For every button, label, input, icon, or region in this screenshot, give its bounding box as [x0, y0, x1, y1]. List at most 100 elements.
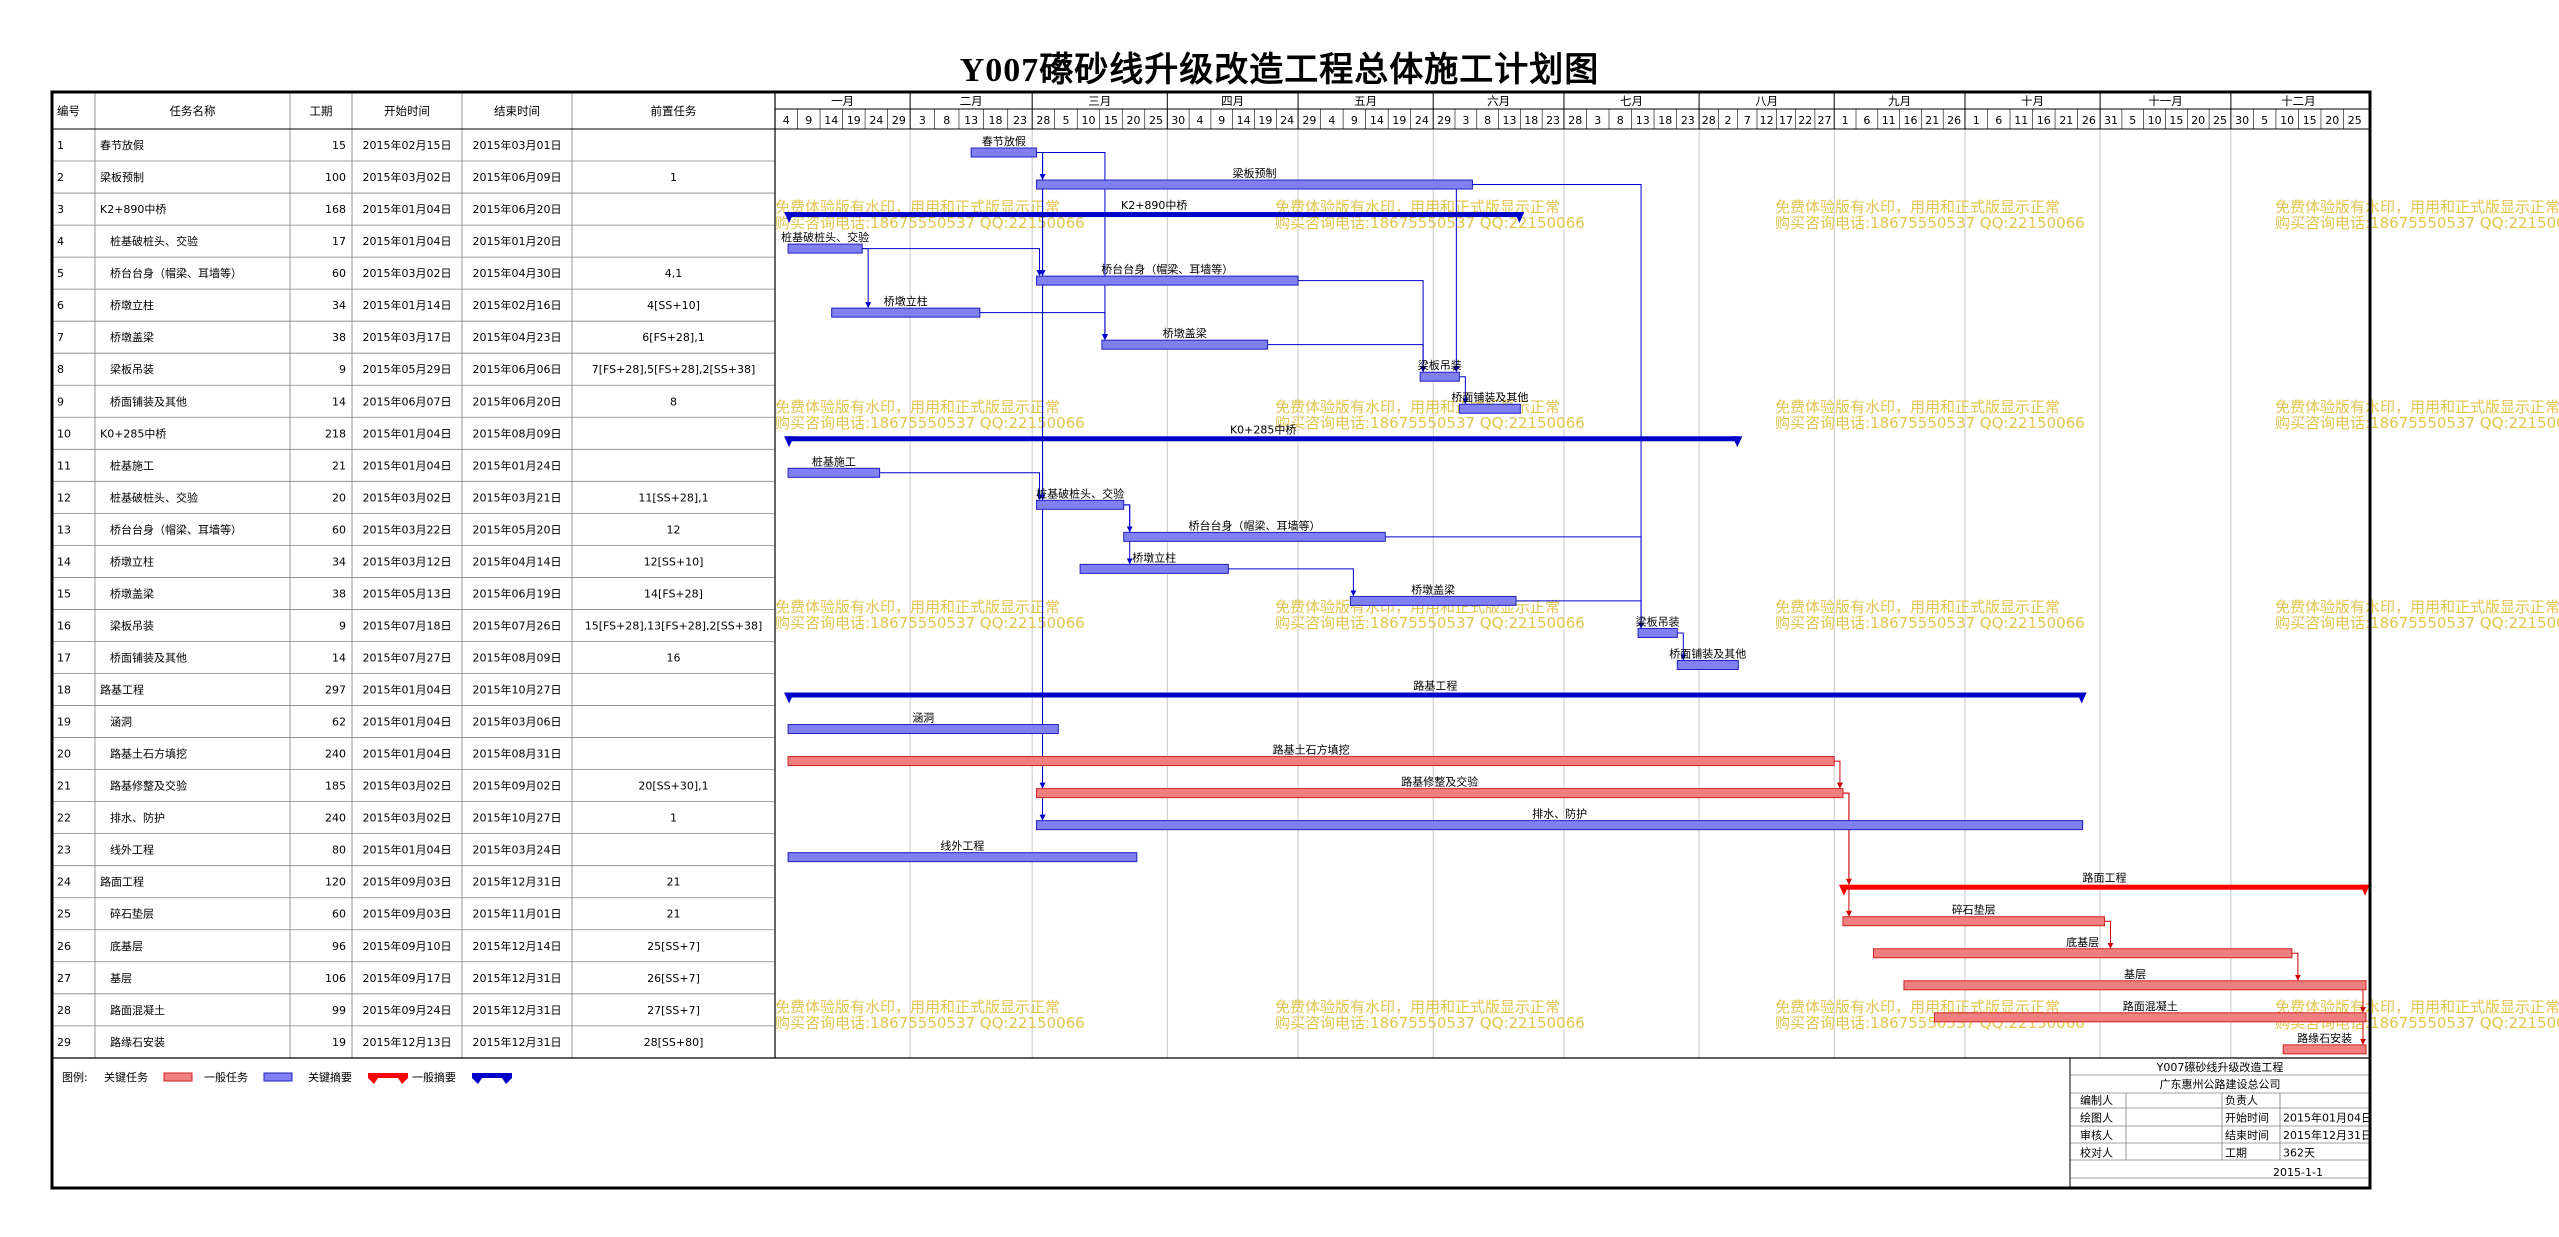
task-start: 2015年05月13日	[363, 586, 452, 600]
bar-label: 桩基破桩头、交验	[781, 230, 869, 244]
month-label: 十一月	[2148, 94, 2183, 108]
bar-label: 路缘石安装	[2297, 1031, 2352, 1045]
task-end: 2015年12月31日	[473, 1035, 562, 1049]
day-tick-label: 25	[1149, 114, 1163, 127]
info-date: 2015-1-1	[2273, 1166, 2323, 1179]
task-duration: 17	[332, 235, 346, 248]
task-duration: 60	[332, 523, 346, 536]
task-end: 2015年11月01日	[473, 907, 562, 921]
task-bar	[1036, 820, 2084, 831]
day-tick-label: 16	[2037, 114, 2051, 127]
watermark-line: 免费体验版有水印，用用和正式版显示正常	[2275, 998, 2559, 1016]
task-duration: 168	[325, 203, 346, 216]
day-tick-label: 23	[1681, 114, 1695, 127]
summary-cap-end	[1514, 212, 1525, 224]
task-predecessor: 21	[667, 908, 681, 921]
task-bar	[1872, 948, 2293, 959]
task-start: 2015年01月04日	[363, 426, 452, 440]
task-end: 2015年04月30日	[473, 266, 562, 280]
task-bar	[1458, 403, 1521, 414]
task-duration: 15	[332, 139, 346, 152]
page-title: Y007礤砂线升级改造工程总体施工计划图	[959, 52, 1600, 89]
task-id: 12	[57, 491, 71, 504]
day-tick-label: 9	[1218, 114, 1225, 127]
task-id: 1	[57, 139, 64, 152]
legend-swatch-normal-summary	[472, 1073, 512, 1084]
task-duration: 185	[325, 780, 346, 793]
legend-swatch-key-summary	[368, 1073, 408, 1084]
column-header: 结束时间	[494, 104, 540, 118]
month-label: 八月	[1755, 94, 1778, 108]
bar-label: 路基修整及交验	[1401, 775, 1478, 789]
bar-label: K2+890中桥	[1121, 199, 1187, 212]
day-tick-label: 11	[2014, 114, 2028, 127]
day-tick-label: 4	[1196, 114, 1203, 127]
watermark-line: 购买咨询电话:18675550537 QQ:22150066	[2275, 214, 2559, 232]
task-start: 2015年09月17日	[363, 971, 452, 985]
legend: 图例:关键任务一般任务关键摘要一般摘要	[62, 1070, 512, 1084]
day-tick-label: 21	[2059, 114, 2073, 127]
task-duration: 38	[332, 331, 346, 344]
day-tick-label: 18	[1524, 114, 1538, 127]
month-label: 一月	[831, 94, 854, 108]
day-tick-label: 15	[2169, 114, 2183, 127]
task-end: 2015年04月14日	[473, 554, 562, 568]
dependency-link	[1036, 152, 1046, 821]
dependency-link	[1385, 536, 1645, 629]
month-label: 四月	[1221, 94, 1244, 108]
task-id: 5	[57, 267, 64, 280]
task-duration: 80	[332, 844, 346, 857]
bar-label: 路基工程	[1413, 680, 1457, 693]
task-name: 桥台台身（帽梁、耳墙等）	[110, 522, 242, 536]
bar-label: 路面工程	[2082, 872, 2126, 885]
task-name: 桥面铺装及其他	[110, 395, 187, 408]
task-name: K0+285中桥	[100, 427, 166, 440]
day-tick-label: 13	[1502, 114, 1516, 127]
bar-label: 桥墩立柱	[884, 294, 928, 308]
day-tick-label: 1	[1973, 114, 1980, 127]
summary-cap-end	[2076, 692, 2087, 704]
watermark-line: 购买咨询电话:18675550537 QQ:22150066	[2275, 414, 2559, 432]
bar-label: 桥墩盖梁	[1163, 326, 1207, 340]
watermark-line: 购买咨询电话:18675550537 QQ:22150066	[1775, 414, 2085, 432]
day-tick-label: 24	[1280, 114, 1294, 127]
bar-label: 碎石垫层	[1952, 903, 1996, 917]
task-duration: 297	[325, 684, 346, 697]
task-start: 2015年07月18日	[363, 618, 452, 632]
task-predecessor: 12	[667, 523, 681, 536]
task-start: 2015年03月02日	[363, 811, 452, 825]
task-bar	[787, 852, 1138, 863]
task-name: 路基土石方填挖	[110, 747, 187, 761]
dependency-link	[1123, 504, 1133, 533]
task-duration: 20	[332, 491, 346, 504]
task-bar	[831, 307, 981, 318]
task-name: 桥墩盖梁	[110, 330, 154, 344]
task-start: 2015年03月02日	[363, 490, 452, 504]
month-label: 六月	[1487, 94, 1510, 108]
day-tick-label: 23	[1546, 114, 1560, 127]
watermark-line: 免费体验版有水印，用用和正式版显示正常	[2275, 198, 2559, 216]
summary-bar	[788, 212, 1521, 218]
task-predecessor: 28[SS+80]	[644, 1036, 704, 1049]
dependency-link	[1516, 600, 1645, 629]
legend-swatch-normal-task	[263, 1072, 293, 1082]
bar-label: 基层	[2124, 968, 2146, 981]
task-start: 2015年09月03日	[363, 907, 452, 921]
day-tick-label: 11	[1882, 114, 1896, 127]
day-tick-label: 30	[2235, 114, 2249, 127]
task-predecessor: 15[FS+28],13[FS+28],2[SS+38]	[585, 619, 763, 632]
info-project: Y007礤砂线升级改造工程	[2156, 1060, 2284, 1074]
day-tick-label: 8	[1617, 114, 1624, 127]
task-bars	[784, 147, 2370, 1055]
task-name: 底基层	[110, 939, 143, 953]
day-tick-label: 4	[783, 114, 790, 127]
day-tick-label: 19	[847, 114, 861, 127]
watermark-line: 购买咨询电话:18675550537 QQ:22150066	[1275, 414, 1585, 432]
task-start: 2015年02月15日	[363, 138, 452, 152]
day-tick-label: 16	[1903, 114, 1917, 127]
task-end: 2015年01月24日	[473, 458, 562, 472]
day-tick-label: 15	[2303, 114, 2317, 127]
day-tick-label: 3	[1594, 114, 1601, 127]
bar-label: 桥面铺装及其他	[1669, 647, 1746, 660]
watermark-line: 免费体验版有水印，用用和正式版显示正常	[1275, 198, 1560, 216]
